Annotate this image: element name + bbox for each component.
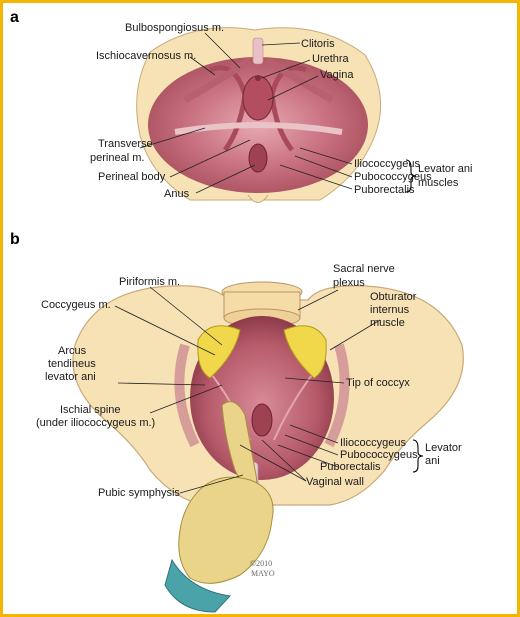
label-levator-group-a-line2: muscles xyxy=(418,177,459,189)
anus-opening xyxy=(248,143,268,173)
urethra-opening xyxy=(255,75,261,81)
label-ischial-line1: Ischial spine xyxy=(60,404,121,416)
label-urethra: Urethra xyxy=(312,53,350,65)
label-iliococcygeus-a: Iliococcygeus xyxy=(354,158,421,170)
label-anus: Anus xyxy=(164,188,190,200)
label-pubococcygeus-a: Pubococcygeus xyxy=(354,171,432,183)
label-vagina: Vagina xyxy=(320,69,354,81)
label-pubic-symphysis: Pubic symphysis xyxy=(98,487,180,499)
gloved-hand xyxy=(178,476,274,584)
label-perineal-body: Perineal body xyxy=(98,171,166,183)
label-arcus-line1: Arcus xyxy=(58,345,87,357)
panel-a-illustration xyxy=(136,27,382,203)
label-obturator-line2: internus xyxy=(370,304,410,316)
label-clitoris: Clitoris xyxy=(301,38,335,50)
clitoris-shape xyxy=(252,37,264,65)
watermark-year: ©2010 xyxy=(250,559,272,568)
label-iliococcygeus-b: Iliococcygeus xyxy=(340,437,407,449)
watermark-mayo: MAYO xyxy=(251,569,275,578)
label-tip-of-coccyx: Tip of coccyx xyxy=(346,377,410,389)
panel-b-leader-lines xyxy=(114,286,424,494)
label-transverse-line1: Transverse xyxy=(98,138,153,150)
label-bulbospongiosus: Bulbospongiosus m. xyxy=(125,22,224,34)
vagina-opening xyxy=(242,75,274,121)
panel-b-letter: b xyxy=(10,231,20,248)
label-puborectalis-a: Puborectalis xyxy=(354,184,415,196)
coccygeus-left xyxy=(197,325,241,379)
label-sacral-line2: plexus xyxy=(333,277,365,289)
label-vaginal-wall: Vaginal wall xyxy=(306,476,364,488)
label-arcus-line3: levator ani xyxy=(45,371,96,383)
panel-b-illustration: ©2010 MAYO xyxy=(72,281,464,613)
label-obturator-line1: Obturator xyxy=(370,291,417,303)
label-arcus-line2: tendineus xyxy=(48,358,96,370)
label-obturator-line3: muscle xyxy=(370,317,405,329)
label-levator-group-b-line2: ani xyxy=(425,455,440,467)
label-transverse-line2: perineal m. xyxy=(90,152,144,164)
label-puborectalis-b: Puborectalis xyxy=(320,461,381,473)
label-coccygeus: Coccygeus m. xyxy=(41,299,111,311)
panel-a-leader-lines xyxy=(139,32,417,194)
coccygeus-right xyxy=(283,325,327,379)
label-piriformis: Piriformis m. xyxy=(119,276,180,288)
label-levator-group-b-line1: Levator xyxy=(425,442,462,454)
label-levator-group-a-line1: Levator ani xyxy=(418,163,472,175)
label-ischial-line2: (under iliococcygeus m.) xyxy=(36,417,155,429)
panel-a-letter: a xyxy=(10,9,19,26)
label-ischiocavernosus: Ischiocavernosus m. xyxy=(96,50,196,62)
label-pubococcygeus-b: Pubococcygeus xyxy=(340,449,418,461)
glove-cuff xyxy=(164,558,232,613)
label-sacral-line1: Sacral nerve xyxy=(333,263,395,275)
